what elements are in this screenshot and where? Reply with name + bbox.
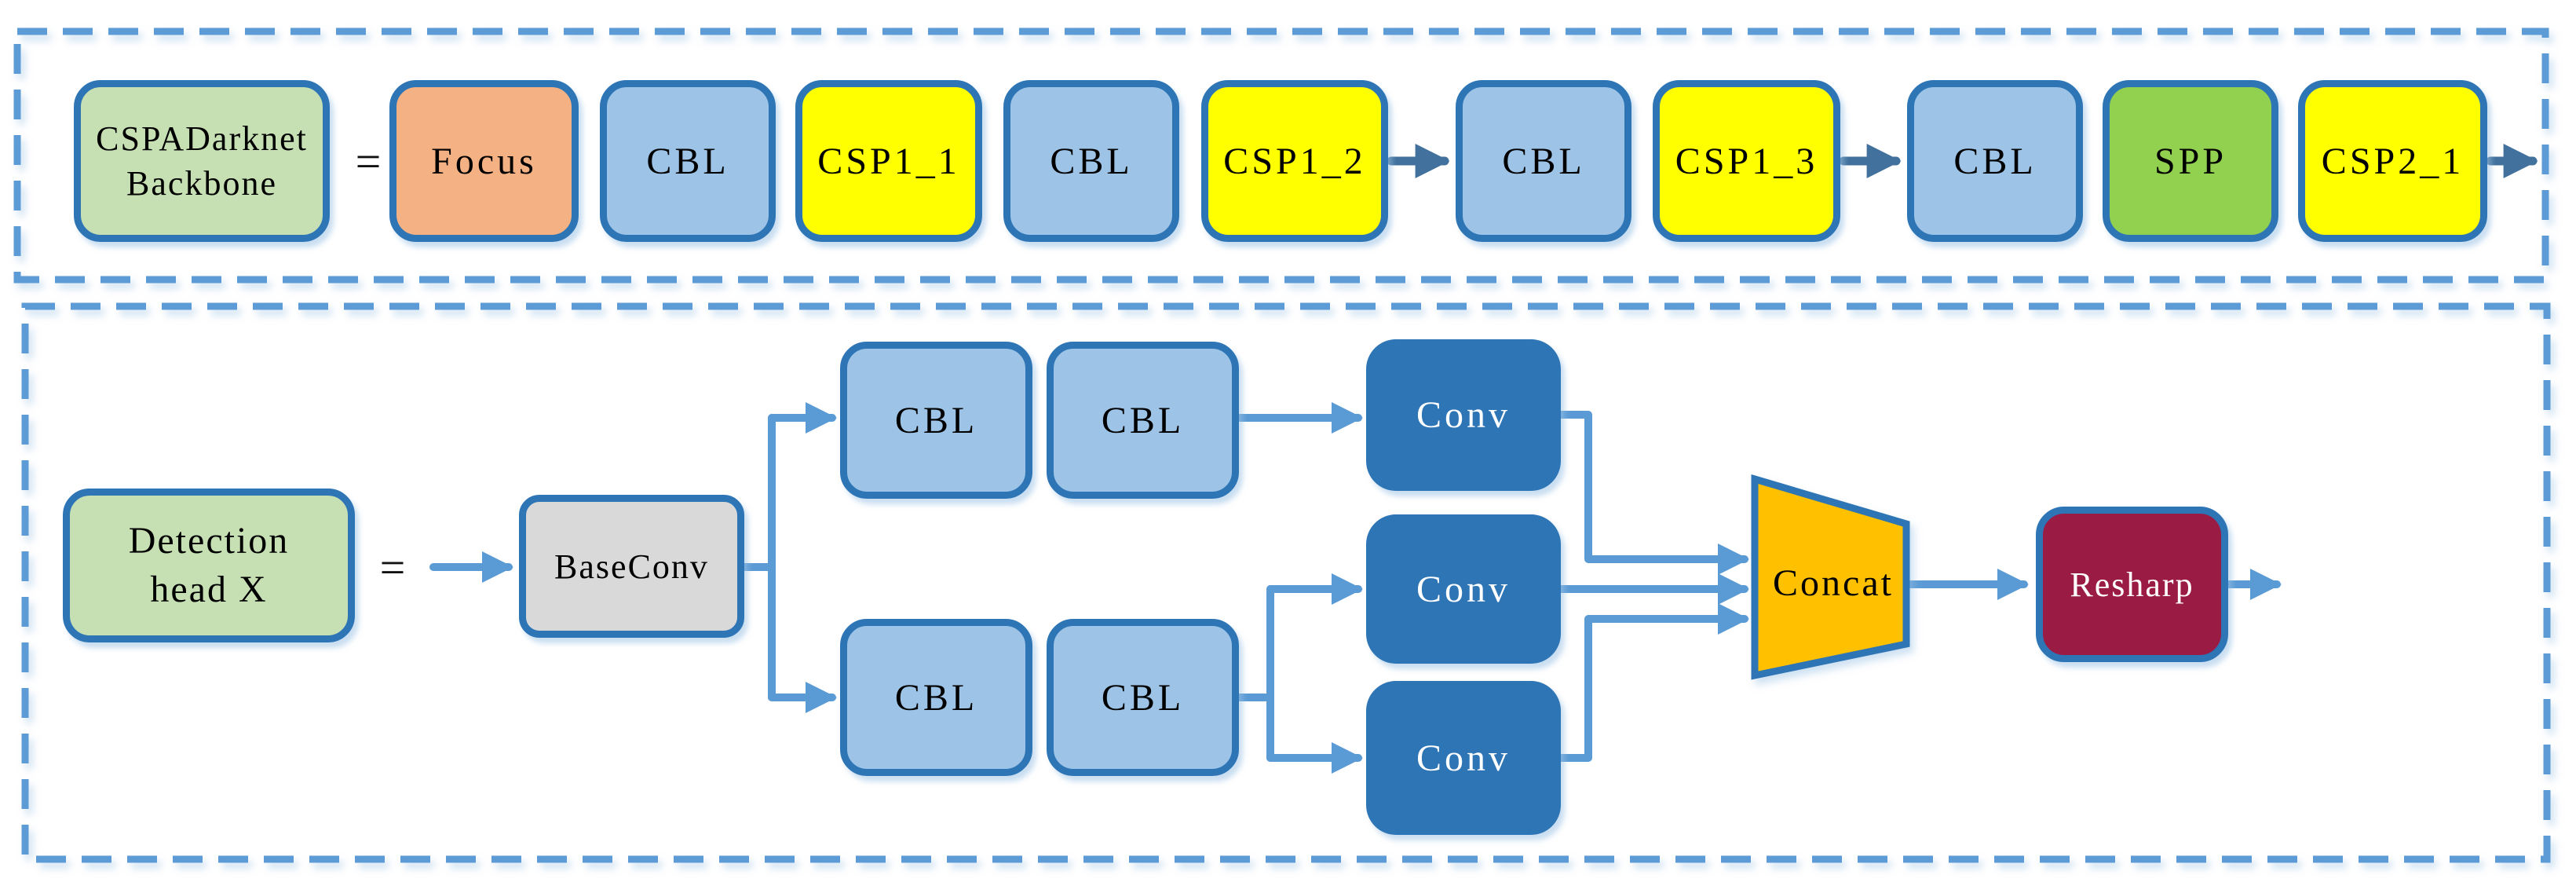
backbone-title-block: CSPADarknet Backbone <box>74 80 330 242</box>
backbone-dashed-frame <box>13 27 2549 284</box>
block-conv-2: Conv <box>1366 514 1561 664</box>
block-cbl-bottom-1: CBL <box>840 619 1032 776</box>
block-cbl-2: CBL <box>1003 80 1179 242</box>
head-dashed-frame <box>21 302 2551 863</box>
block-cbl-4: CBL <box>1907 80 2083 242</box>
backbone-title-line2: Backbone <box>126 164 277 203</box>
arrow-conv1-to-concat <box>1557 411 1749 575</box>
block-cbl-bottom-2: CBL <box>1047 619 1239 776</box>
backbone-equals-sign: = <box>355 135 382 187</box>
block-csp2-1: CSP2_1 <box>2298 80 2487 242</box>
block-cbl-1: CBL <box>600 80 776 242</box>
head-title-block: Detection head X <box>63 489 355 642</box>
block-conv-3: Conv <box>1366 681 1561 835</box>
block-csp1-2: CSP1_2 <box>1201 80 1388 242</box>
head-equals-sign: = <box>379 541 406 593</box>
block-resharp: Resharp <box>2036 507 2228 662</box>
backbone-title-line1: CSPADarknet <box>96 119 308 158</box>
block-spp: SPP <box>2103 80 2278 242</box>
arrow-conv3-to-concat <box>1557 603 1749 762</box>
concat-trapezoid <box>1751 474 1910 680</box>
head-title-line2: head X <box>150 569 268 610</box>
block-baseconv: BaseConv <box>519 495 744 638</box>
block-focus: Focus <box>389 80 579 242</box>
block-cbl-3: CBL <box>1456 80 1631 242</box>
block-csp1-3: CSP1_3 <box>1653 80 1840 242</box>
block-cbl-top-2: CBL <box>1047 342 1239 499</box>
block-conv-1: Conv <box>1366 339 1561 491</box>
block-csp1-1: CSP1_1 <box>795 80 982 242</box>
head-title-line1: Detection <box>128 519 290 562</box>
concat-label: Concat <box>1773 562 1894 604</box>
block-cbl-top-1: CBL <box>840 342 1032 499</box>
